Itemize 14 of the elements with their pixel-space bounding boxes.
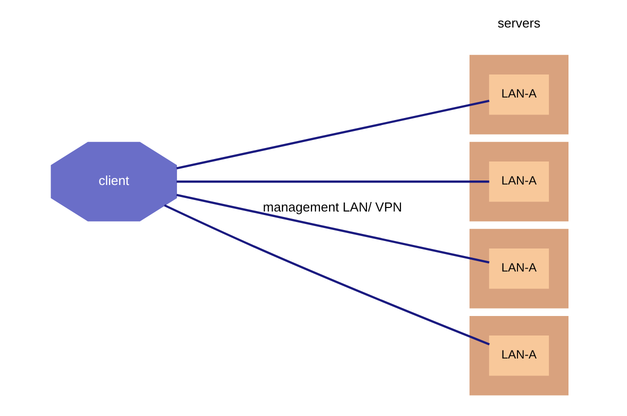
cluster xyxy=(469,142,568,222)
cluster xyxy=(469,54,568,134)
label: servers xyxy=(497,15,540,30)
connector xyxy=(164,204,490,346)
connector xyxy=(176,180,489,183)
node-box: LAN-A xyxy=(488,74,548,115)
node-box: LAN-A xyxy=(488,162,548,202)
connector xyxy=(176,100,489,170)
node-box: LAN-A xyxy=(488,336,548,376)
cluster xyxy=(469,228,568,308)
edge-label: management LAN/ VPN xyxy=(262,200,402,215)
cluster xyxy=(469,316,568,396)
node-box: LAN-A xyxy=(488,248,548,289)
connector xyxy=(176,194,489,264)
